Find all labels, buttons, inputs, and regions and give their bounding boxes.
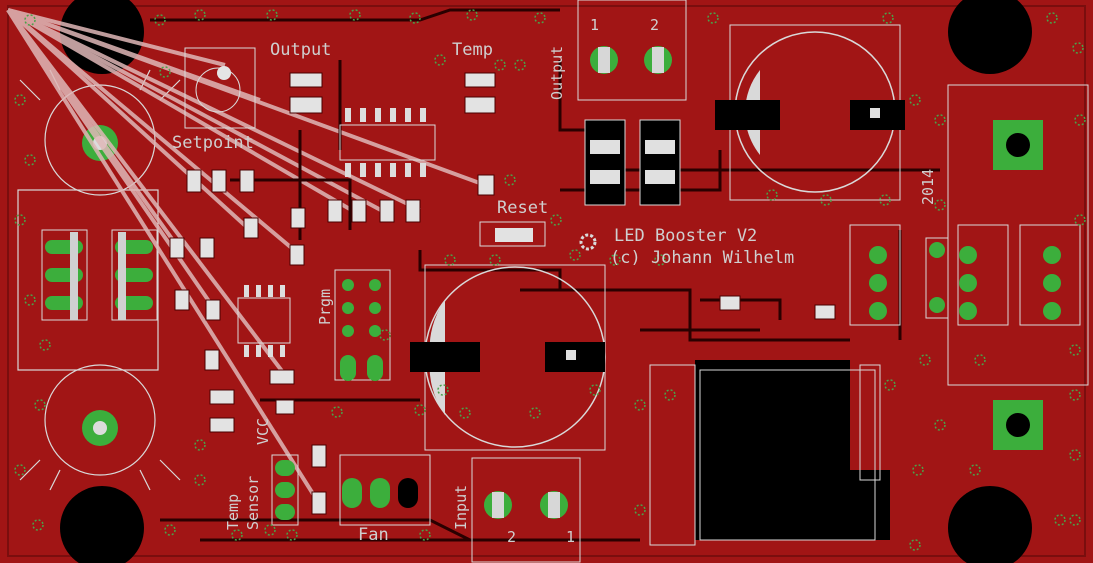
- mounting-hole-top-right: [948, 0, 1032, 74]
- power-transistor-right: [111, 229, 158, 321]
- board-author: (c) Johann Wilhelm: [610, 248, 794, 268]
- mounting-hole-bottom-left: [60, 486, 144, 563]
- label-reset: Reset: [497, 198, 548, 218]
- mosfet-outline-left: [649, 364, 696, 546]
- label-temp-sensor-line2: Sensor: [244, 476, 262, 530]
- label-output-pot: Output: [270, 40, 331, 60]
- oshw-logo-icon: [579, 233, 597, 251]
- label-fan: Fan: [358, 525, 389, 545]
- pin-label-output-1: 1: [590, 16, 599, 34]
- output-terminal-block: [577, 0, 687, 101]
- heatsink-outline: [17, 69, 181, 491]
- label-setpoint: Setpoint: [172, 133, 254, 153]
- vias: [14, 9, 1086, 551]
- transistor-row-right: [849, 224, 1081, 326]
- label-vcc: VCC: [254, 418, 272, 445]
- power-transistor-left: [41, 229, 88, 321]
- reset-switch: [479, 221, 546, 247]
- ground-plane-region: [695, 360, 890, 540]
- electrolytic-capacitor-top: [715, 24, 905, 201]
- label-temp-pot: Temp: [452, 40, 493, 60]
- input-terminal-block: [471, 457, 581, 563]
- fan-connector: [339, 454, 431, 526]
- mounting-hole-bottom-right: [948, 486, 1032, 563]
- label-input-connector: Input: [452, 485, 470, 530]
- ic-mid: [237, 285, 291, 357]
- temp-sensor-connector: [271, 454, 299, 526]
- board-title: LED Booster V2: [614, 226, 757, 246]
- mounting-hole-top-left: [60, 0, 144, 74]
- smd-diode-pair: [584, 119, 681, 206]
- potentiometer-setpoint: [184, 47, 256, 129]
- board-year: 2014: [919, 169, 937, 205]
- label-output-connector: Output: [548, 46, 566, 100]
- label-prgm: Prgm: [316, 289, 334, 325]
- ic-top: [339, 108, 436, 177]
- pin-label-input-1: 1: [566, 528, 575, 546]
- smd-components: [169, 72, 836, 515]
- programming-header: [334, 269, 391, 381]
- pin-label-output-2: 2: [650, 16, 659, 34]
- label-temp-sensor-line1: Temp: [224, 494, 242, 530]
- pin-label-input-2: 2: [507, 528, 516, 546]
- electrolytic-capacitor-bottom: [410, 264, 606, 451]
- power-pads-right: [947, 84, 1089, 450]
